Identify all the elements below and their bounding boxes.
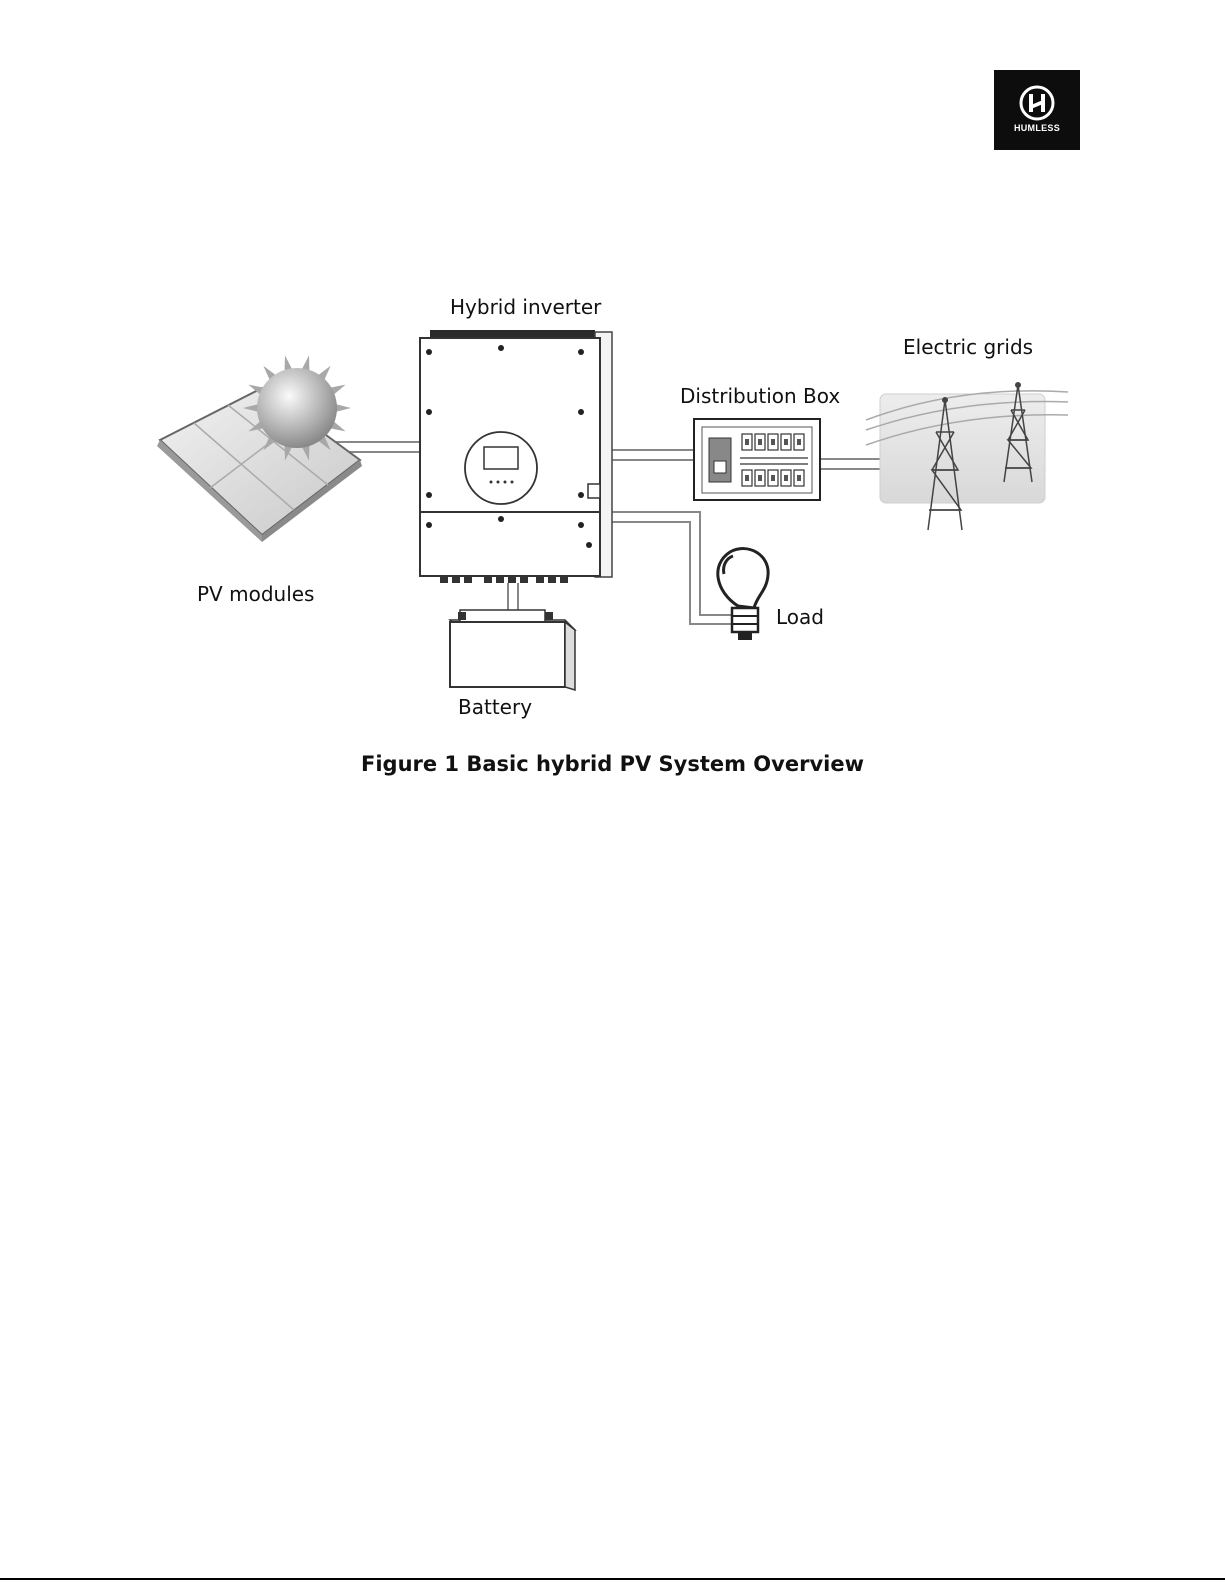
electric-grid-towers [866,382,1068,530]
figure-caption: Figure 1 Basic hybrid PV System Overview [0,752,1225,776]
battery-unit [450,610,575,690]
hybrid-inverter-unit [420,330,612,583]
breaker-switch [784,475,788,481]
breaker-switch [758,475,762,481]
wire-inverter-to-distribution [612,450,694,460]
footer-rule [0,1578,1225,1580]
breaker-row-bottom [742,470,804,486]
breaker-switch [745,475,749,481]
label-battery: Battery [458,695,532,719]
breaker-switch [784,439,788,445]
label-pv-modules: PV modules [197,582,314,606]
sun-disc [257,368,337,448]
label-distribution-box: Distribution Box [680,384,840,408]
breaker-switch [758,439,762,445]
hybrid-pv-system-diagram [0,0,1225,760]
label-electric-grids: Electric grids [903,335,1033,359]
load-light-bulb [718,549,768,640]
breaker-switch [745,439,749,445]
wire-distribution-to-grid [820,459,888,469]
breaker-row-top [742,434,804,450]
breaker-switch [797,439,801,445]
breaker-switch [771,475,775,481]
breaker-switch [797,475,801,481]
breaker-switch [771,439,775,445]
label-load: Load [776,605,824,629]
label-hybrid-inverter: Hybrid inverter [450,295,601,319]
distribution-box [694,419,820,500]
